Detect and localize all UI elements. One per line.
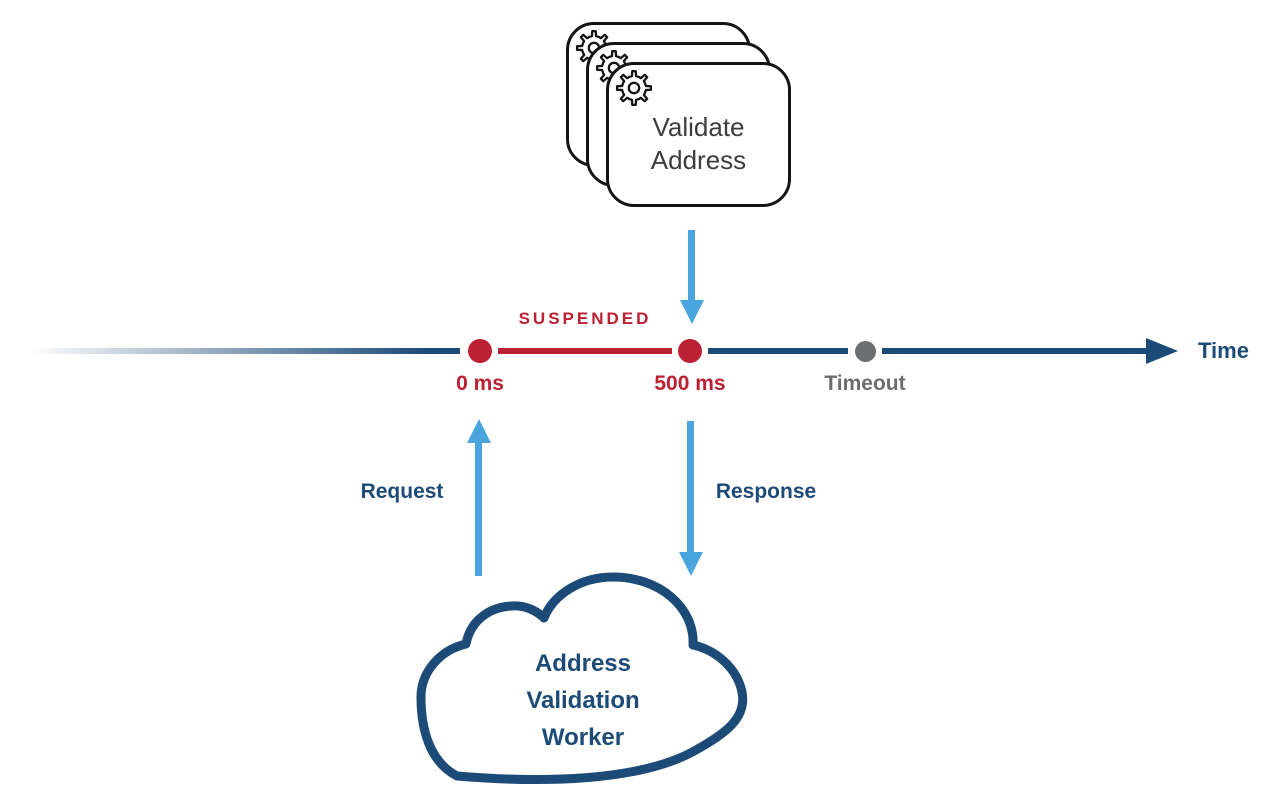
- cloud-worker-label: Address Validation Worker: [453, 645, 713, 756]
- cloud-icon: [416, 572, 748, 785]
- timeline-segment: [882, 348, 1146, 354]
- gear-icon: [615, 69, 653, 107]
- marker-dot-500ms: [678, 339, 702, 363]
- request-arrow: [475, 441, 482, 576]
- request-label: Request: [360, 480, 444, 503]
- task-card-front: Validate Address: [606, 62, 791, 207]
- task-to-timeline-arrow: [688, 230, 695, 302]
- timeline-fade-segment: [28, 348, 460, 354]
- timeline-axis-label: Time: [1198, 338, 1249, 363]
- response-arrow: [687, 421, 694, 554]
- marker-dot-0ms: [468, 339, 492, 363]
- cloud-label-line3: Worker: [541, 724, 625, 751]
- task-label-line1: Validate: [652, 112, 745, 142]
- response-label: Response: [715, 480, 817, 503]
- suspended-label: SUSPENDED: [518, 309, 652, 328]
- cloud-label-line2: Validation: [526, 687, 640, 714]
- arrow-down-icon: [680, 300, 704, 324]
- marker-label-0ms: 0 ms: [456, 372, 504, 395]
- task-label-line2: Address: [650, 145, 747, 175]
- marker-label-timeout: Timeout: [824, 372, 906, 395]
- marker-label-500ms: 500 ms: [654, 372, 726, 395]
- arrow-up-icon: [467, 419, 491, 443]
- cloud-label-line1: Address: [534, 650, 632, 677]
- arrow-down-icon: [679, 552, 703, 576]
- marker-dot-timeout: [855, 341, 876, 362]
- task-card-label: Validate Address: [609, 111, 788, 177]
- timeline-suspended-segment: [498, 348, 672, 354]
- timeline-arrowhead-icon: [1146, 338, 1178, 364]
- timeline-segment: [708, 348, 848, 354]
